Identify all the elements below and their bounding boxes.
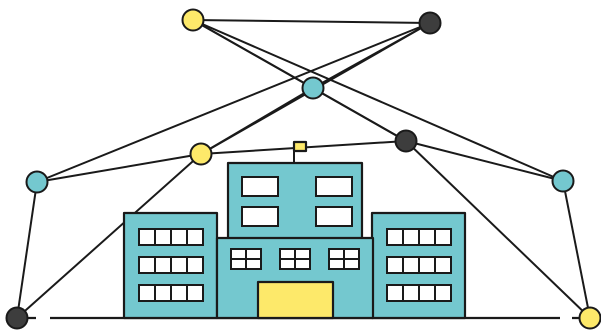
wing-window-strip — [138, 256, 204, 274]
network-edge — [16, 181, 38, 319]
network-node-dark — [394, 129, 418, 153]
network-edge — [405, 140, 564, 182]
school-building-icon — [122, 140, 467, 320]
network-node-teal — [25, 170, 49, 194]
tower-window — [241, 206, 279, 227]
network-node-yellow — [578, 306, 601, 330]
door — [256, 280, 335, 320]
network-edge — [312, 87, 407, 142]
body-window — [328, 248, 360, 270]
tower-window — [315, 176, 353, 197]
body-window — [230, 248, 262, 270]
wing-window-strip — [386, 284, 452, 302]
network-edge — [192, 19, 431, 24]
tower-window — [315, 206, 353, 227]
wing-windows — [138, 228, 452, 302]
network-edge — [36, 22, 431, 183]
network-node-yellow — [181, 8, 205, 32]
network-node-dark — [5, 306, 29, 330]
network-edge — [16, 153, 202, 319]
network-node-teal — [301, 76, 325, 100]
network-node-teal — [551, 169, 575, 193]
network-edge — [36, 153, 202, 183]
tower-window — [241, 176, 279, 197]
body-window — [279, 248, 311, 270]
center-tower — [226, 161, 364, 241]
wing-window-strip — [386, 256, 452, 274]
network-edge — [200, 87, 314, 155]
flag-icon — [292, 140, 308, 163]
network-edge — [562, 180, 591, 319]
wing-window-strip — [138, 284, 204, 302]
wing-window-strip — [386, 228, 452, 246]
network-edge — [192, 19, 564, 182]
network-nodes — [5, 8, 601, 330]
network-node-yellow — [189, 142, 213, 166]
wing-window-strip — [138, 228, 204, 246]
network-edge — [405, 140, 591, 319]
network-node-dark — [418, 11, 442, 35]
